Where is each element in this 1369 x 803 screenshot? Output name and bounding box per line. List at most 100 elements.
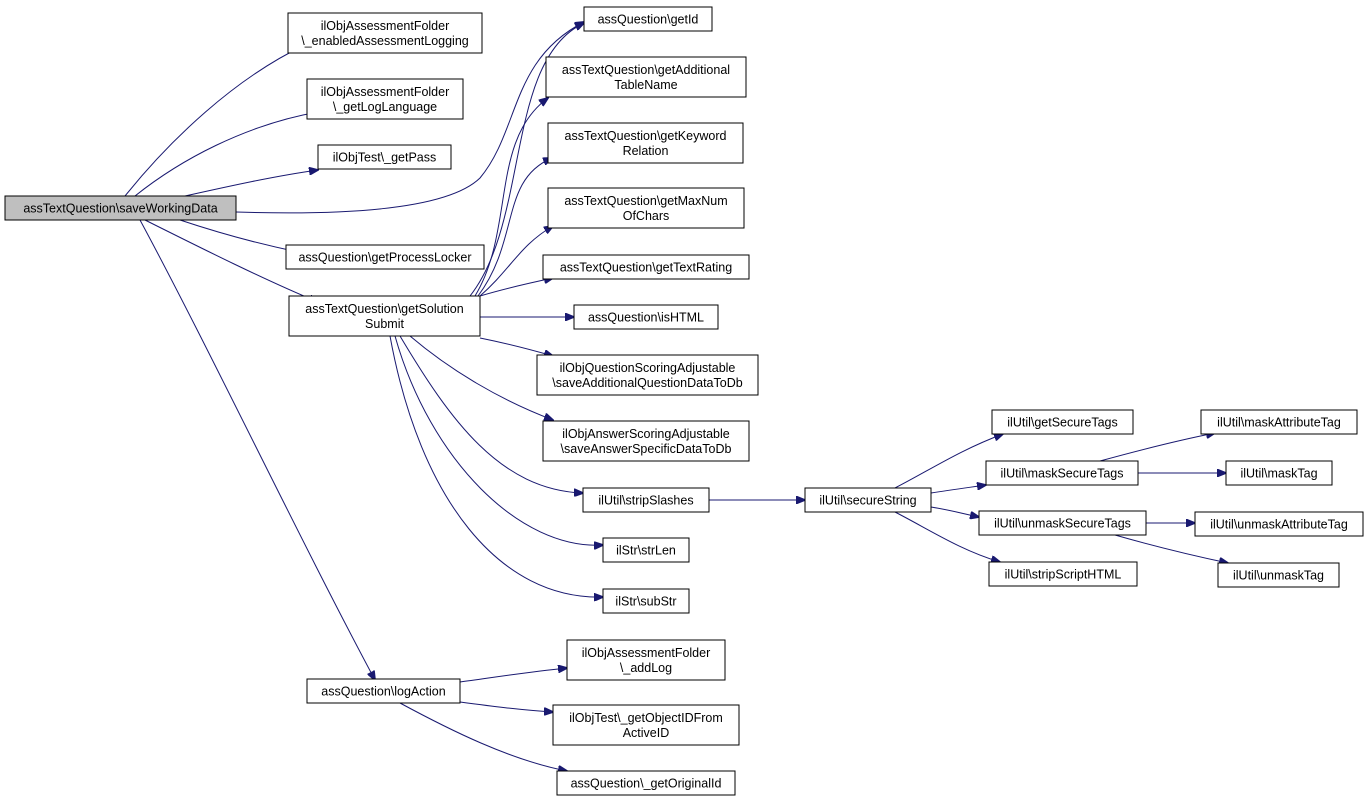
node-root[interactable]: assTextQuestion\saveWorkingData bbox=[4, 195, 237, 221]
edge-root-to-getLogLanguage bbox=[134, 112, 318, 197]
node-box bbox=[285, 244, 485, 270]
node-box bbox=[547, 122, 744, 164]
node-maskTag[interactable]: ilUtil\maskTag bbox=[1225, 460, 1333, 486]
node-label-line: assTextQuestion\getAdditional bbox=[562, 63, 730, 77]
node-box bbox=[804, 487, 932, 513]
node-maskAttributeTag[interactable]: ilUtil\maskAttributeTag bbox=[1200, 409, 1358, 435]
node-getOriginalId[interactable]: assQuestion\_getOriginalId bbox=[556, 770, 736, 796]
node-secureString[interactable]: ilUtil\secureString bbox=[804, 487, 932, 513]
node-box bbox=[542, 254, 750, 280]
edge-arrow bbox=[479, 226, 553, 297]
node-label-line: ilUtil\unmaskSecureTags bbox=[994, 517, 1131, 531]
node-stripSlashes[interactable]: ilUtil\stripSlashes bbox=[582, 487, 710, 513]
edge-getSolutionSubmit-to-saveAdditionalQuestionData bbox=[479, 337, 553, 356]
node-box bbox=[306, 678, 461, 704]
node-enabledLogging[interactable]: ilObjAssessmentFolder\_enabledAssessment… bbox=[287, 12, 483, 54]
node-label-line: \_getLogLanguage bbox=[333, 100, 437, 114]
node-getPass[interactable]: ilObjTest\_getPass bbox=[317, 144, 452, 170]
edge-logAction-to-getOriginalId bbox=[399, 702, 567, 771]
node-addLog[interactable]: ilObjAssessmentFolder\_addLog bbox=[566, 639, 726, 681]
nodes-layer: assTextQuestion\saveWorkingData ilObjAsse… bbox=[4, 6, 1364, 796]
node-maskSecureTags[interactable]: ilUtil\maskSecureTags bbox=[985, 460, 1139, 486]
edge-arrow bbox=[179, 219, 298, 252]
node-box bbox=[288, 295, 481, 337]
node-unmaskTag[interactable]: ilUtil\unmaskTag bbox=[1217, 562, 1340, 588]
node-box bbox=[306, 78, 464, 120]
node-getTextRating[interactable]: assTextQuestion\getTextRating bbox=[542, 254, 750, 280]
node-saveAdditionalQuestionData[interactable]: ilObjQuestionScoringAdjustable\saveAddit… bbox=[536, 354, 759, 396]
edge-arrow bbox=[477, 158, 552, 297]
edge-maskSecureTags-to-maskAttributeTag bbox=[1099, 433, 1215, 462]
node-label-line: ilObjAssessmentFolder bbox=[321, 85, 450, 99]
edge-arrow bbox=[134, 112, 318, 197]
edge-getSolutionSubmit-to-getKeywordRelation bbox=[477, 158, 552, 297]
node-getId[interactable]: assQuestion\getId bbox=[583, 6, 713, 32]
node-isHTML[interactable]: assQuestion\isHTML bbox=[573, 304, 719, 330]
node-box bbox=[1225, 460, 1333, 486]
node-box bbox=[317, 144, 452, 170]
node-strLen[interactable]: ilStr\strLen bbox=[602, 537, 690, 563]
node-unmaskAttributeTag[interactable]: ilUtil\unmaskAttributeTag bbox=[1194, 511, 1364, 537]
node-label-line: Submit bbox=[365, 317, 404, 331]
node-label-line: ActiveID bbox=[623, 726, 670, 740]
node-label-line: assQuestion\getId bbox=[598, 13, 699, 27]
node-label-line: ilUtil\stripScriptHTML bbox=[1005, 568, 1122, 582]
node-box bbox=[602, 537, 690, 563]
node-label-line: ilUtil\maskAttributeTag bbox=[1217, 416, 1341, 430]
node-label-line: ilUtil\maskTag bbox=[1240, 467, 1317, 481]
node-label-line: ilStr\strLen bbox=[616, 544, 676, 558]
node-box bbox=[978, 510, 1147, 536]
node-getSecureTags[interactable]: ilUtil\getSecureTags bbox=[991, 409, 1134, 435]
edges-layer bbox=[124, 22, 1228, 771]
edge-arrow bbox=[124, 45, 305, 197]
edge-arrow bbox=[1114, 534, 1228, 563]
node-box bbox=[985, 460, 1139, 486]
edge-getSolutionSubmit-to-stripSlashes bbox=[399, 335, 583, 493]
edge-arrow bbox=[930, 485, 986, 494]
node-box bbox=[566, 639, 726, 681]
node-box bbox=[1217, 562, 1340, 588]
node-getProcessLocker[interactable]: assQuestion\getProcessLocker bbox=[285, 244, 485, 270]
edge-arrow bbox=[399, 702, 567, 771]
node-unmaskSecureTags[interactable]: ilUtil\unmaskSecureTags bbox=[978, 510, 1147, 536]
node-label-line: assQuestion\_getOriginalId bbox=[571, 777, 722, 791]
edge-arrow bbox=[479, 278, 553, 297]
edge-arrow bbox=[184, 170, 318, 197]
edge-getSolutionSubmit-to-getTextRating bbox=[479, 278, 553, 297]
edge-root-to-getProcessLocker bbox=[179, 219, 298, 252]
node-label-line: ilObjQuestionScoringAdjustable bbox=[560, 361, 736, 375]
node-label-line: assQuestion\logAction bbox=[321, 685, 445, 699]
node-label-line: assTextQuestion\getMaxNum bbox=[564, 194, 727, 208]
node-getLogLanguage[interactable]: ilObjAssessmentFolder\_getLogLanguage bbox=[306, 78, 464, 120]
edge-getSolutionSubmit-to-saveAnswerSpecificData bbox=[409, 335, 553, 420]
node-label-line: ilObjTest\_getObjectIDFrom bbox=[569, 711, 723, 725]
edge-arrow bbox=[139, 219, 375, 680]
node-logAction[interactable]: assQuestion\logAction bbox=[306, 678, 461, 704]
node-label-line: ilObjTest\_getPass bbox=[333, 151, 437, 165]
node-label-line: assTextQuestion\getSolution bbox=[305, 302, 463, 316]
edge-root-to-logAction bbox=[139, 219, 375, 680]
node-label-line: TableName bbox=[614, 78, 677, 92]
edge-arrow bbox=[930, 506, 979, 517]
node-saveAnswerSpecificData[interactable]: ilObjAnswerScoringAdjustable\saveAnswerS… bbox=[542, 420, 750, 462]
node-box bbox=[536, 354, 759, 396]
edge-secureString-to-stripScriptHTML bbox=[894, 511, 1000, 562]
node-label-line: assQuestion\getProcessLocker bbox=[298, 251, 471, 265]
edge-secureString-to-getSecureTags bbox=[894, 434, 1003, 489]
node-label-line: assTextQuestion\getKeyword bbox=[565, 129, 727, 143]
node-subStr[interactable]: ilStr\subStr bbox=[602, 588, 690, 614]
edge-logAction-to-getObjectIDFromActiveID bbox=[459, 701, 553, 712]
node-box bbox=[583, 6, 713, 32]
node-label-line: assTextQuestion\getTextRating bbox=[560, 261, 732, 275]
node-box bbox=[1194, 511, 1364, 537]
edge-secureString-to-maskSecureTags bbox=[930, 485, 986, 494]
node-box bbox=[287, 12, 483, 54]
node-stripScriptHTML[interactable]: ilUtil\stripScriptHTML bbox=[988, 561, 1138, 587]
node-label-line: ilObjAnswerScoringAdjustable bbox=[562, 427, 729, 441]
